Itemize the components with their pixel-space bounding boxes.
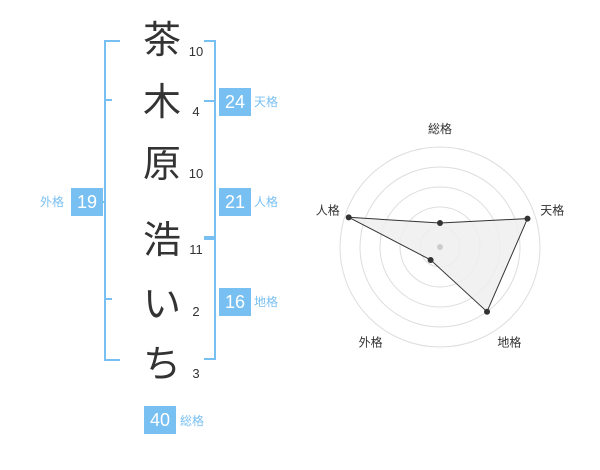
stroke-count-1: 10 [188, 44, 204, 59]
radar-axis-label: 外格 [359, 334, 383, 349]
soukaku-label: 総格 [180, 414, 205, 428]
jinkaku-score-badge: 21 [219, 188, 251, 216]
gaikaku-score-badge: 19 [71, 188, 103, 216]
radar-point [427, 256, 434, 263]
name-char-1: 茶 [142, 18, 181, 62]
radar-axis-label: 総格 [428, 121, 452, 136]
chikaku-label: 地格 [254, 295, 279, 309]
radar-grid-ring [359, 166, 521, 328]
radar-grid-ring [339, 146, 541, 348]
gaikaku-bracket-tick [104, 298, 112, 300]
radar-data-points [345, 214, 531, 315]
stroke-count-2: 4 [192, 104, 200, 119]
radar-point [484, 308, 491, 315]
radar-axis-label: 人格 [316, 203, 340, 218]
jinkaku-bracket [204, 100, 216, 238]
name-char-3: 原 [142, 142, 181, 186]
stroke-count-6: 3 [192, 366, 200, 381]
name-char-5: い [142, 282, 181, 326]
chikaku-score-badge: 16 [219, 288, 251, 316]
radar-grid [339, 146, 541, 348]
radar-axis-label: 地格 [497, 334, 521, 349]
chikaku-bracket [204, 238, 216, 360]
stroke-count-5: 2 [192, 304, 200, 319]
tenkaku-score-badge: 24 [219, 88, 251, 116]
radar-point [437, 220, 443, 226]
name-char-4: 浩 [142, 218, 181, 262]
radar-center-dot [437, 244, 443, 250]
gaikaku-bracket-tick [104, 99, 112, 101]
radar-axis-label: 天格 [540, 203, 564, 218]
radar-data-polygon [348, 216, 529, 313]
name-char-6: ち [142, 342, 181, 386]
soukaku-score-badge: 40 [144, 406, 176, 434]
tenkaku-bracket [204, 40, 216, 102]
jinkaku-label: 人格 [254, 195, 279, 209]
radar-point [524, 215, 531, 222]
stroke-count-4: 11 [189, 242, 203, 257]
radar-point [345, 214, 352, 221]
tenkaku-label: 天格 [254, 95, 279, 109]
gaikaku-bracket [104, 40, 120, 361]
name-char-2: 木 [142, 80, 181, 124]
stroke-count-3: 10 [188, 166, 204, 181]
gaikaku-label: 外格 [40, 195, 65, 209]
